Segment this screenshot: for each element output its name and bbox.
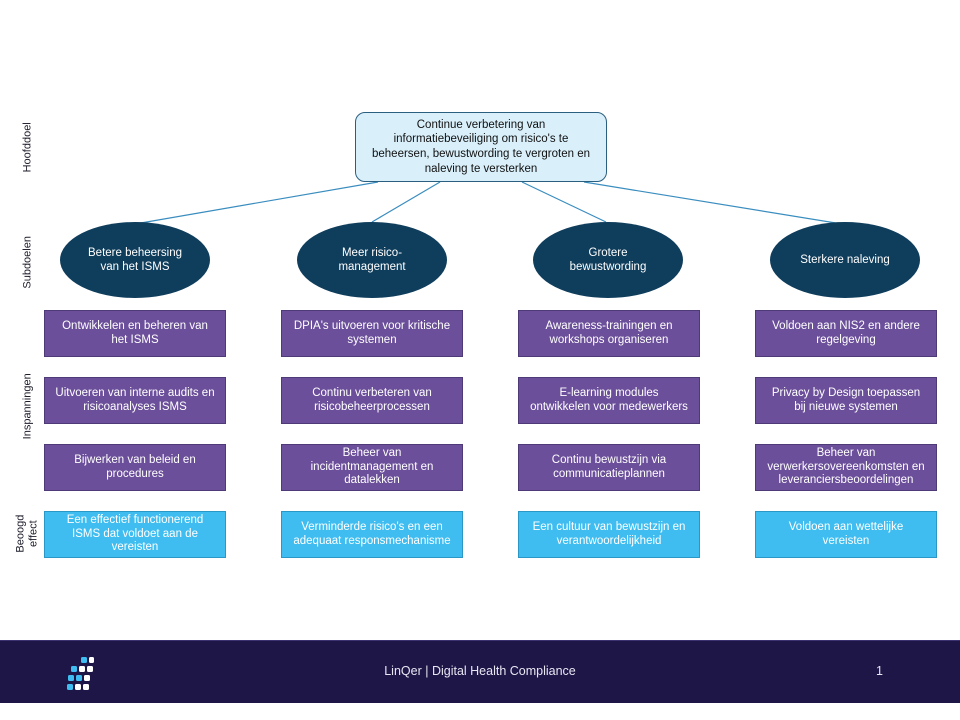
effort-text: Beheer van incidentmanagement en datalek… (310, 446, 434, 487)
connector-line-4 (583, 181, 843, 225)
footer-bar: LinQer | Digital Health Compliance 1 (0, 640, 960, 703)
row-label-subdoelen: Subdoelen (21, 236, 34, 289)
effort-box: Continu bewustzijn via communicatieplann… (518, 444, 700, 491)
linqer-logo-icon (67, 657, 94, 690)
effort-box: Voldoen aan NIS2 en andere regelgeving (755, 310, 937, 357)
subgoal-ellipse-3: Grotere bewustwording (533, 222, 683, 298)
row-label-inspanningen: Inspanningen (21, 373, 34, 440)
main-goal-box: Continue verbetering van informatiebevei… (355, 112, 607, 182)
main-goal-text: Continue verbetering van informatiebevei… (371, 118, 590, 175)
effort-text: Bijwerken van beleid en procedures (74, 453, 196, 480)
connector-line-1 (134, 181, 379, 225)
page-number: 1 (876, 664, 883, 678)
effort-box: Ontwikkelen en beheren van het ISMS (44, 310, 226, 357)
effort-text: Uitvoeren van interne audits en risicoan… (55, 386, 215, 413)
subgoal-ellipse-1: Betere beheersing van het ISMS (60, 222, 210, 298)
effort-box: Awareness-trainingen en workshops organi… (518, 310, 700, 357)
effort-box: DPIA's uitvoeren voor kritische systemen (281, 310, 463, 357)
effort-box: Continu verbeteren van risicobeheerproce… (281, 377, 463, 424)
effort-text: Continu verbeteren van risicobeheerproce… (312, 386, 432, 413)
effort-text: Ontwikkelen en beheren van het ISMS (62, 319, 208, 346)
effort-box: Beheer van verwerkersovereenkomsten en l… (755, 444, 937, 491)
effect-text: Een effectief functionerend ISMS dat vol… (66, 513, 204, 554)
effort-text: E-learning modules ontwikkelen voor mede… (530, 386, 688, 413)
subgoal-ellipse-4: Sterkere naleving (770, 222, 920, 298)
effect-box: Voldoen aan wettelijke vereisten (755, 511, 937, 558)
connector-line-3 (521, 181, 607, 223)
connector-line-2 (371, 181, 441, 223)
effort-text: Awareness-trainingen en workshops organi… (545, 319, 673, 346)
effort-box: Uitvoeren van interne audits en risicoan… (44, 377, 226, 424)
effort-text: Privacy by Design toepassen bij nieuwe s… (771, 386, 921, 413)
effort-box: Beheer van incidentmanagement en datalek… (281, 444, 463, 491)
row-label-beoogd-line1: Beoogd (14, 514, 27, 553)
effect-box: Verminderde risico's en een adequaat res… (281, 511, 463, 558)
effort-box: Bijwerken van beleid en procedures (44, 444, 226, 491)
effort-text: Beheer van verwerkersovereenkomsten en l… (767, 446, 925, 487)
subgoal-text: Sterkere naleving (800, 253, 890, 266)
effect-text: Voldoen aan wettelijke vereisten (788, 520, 904, 547)
effort-text: DPIA's uitvoeren voor kritische systemen (293, 319, 451, 346)
effect-text: Een cultuur van bewustzijn en verantwoor… (532, 520, 686, 547)
row-label-hoofddoel: Hoofddoel (21, 122, 34, 173)
subgoal-ellipse-2: Meer risico-management (297, 222, 447, 298)
effect-box: Een cultuur van bewustzijn en verantwoor… (518, 511, 700, 558)
effort-box: Privacy by Design toepassen bij nieuwe s… (755, 377, 937, 424)
effect-text: Verminderde risico's en een adequaat res… (293, 520, 451, 547)
subgoal-text: Grotere bewustwording (569, 246, 647, 273)
subgoal-text: Meer risico-management (338, 246, 406, 273)
effort-text: Voldoen aan NIS2 en andere regelgeving (772, 319, 920, 346)
footer-title: LinQer | Digital Health Compliance (384, 664, 576, 678)
subgoal-text: Betere beheersing van het ISMS (88, 246, 182, 273)
effort-text: Continu bewustzijn via communicatieplann… (551, 453, 667, 480)
effort-box: E-learning modules ontwikkelen voor mede… (518, 377, 700, 424)
row-label-beoogd-line2: effect (27, 520, 39, 547)
row-label-beoogd-effect: Beoogd effect (14, 509, 39, 559)
effect-box: Een effectief functionerend ISMS dat vol… (44, 511, 226, 558)
